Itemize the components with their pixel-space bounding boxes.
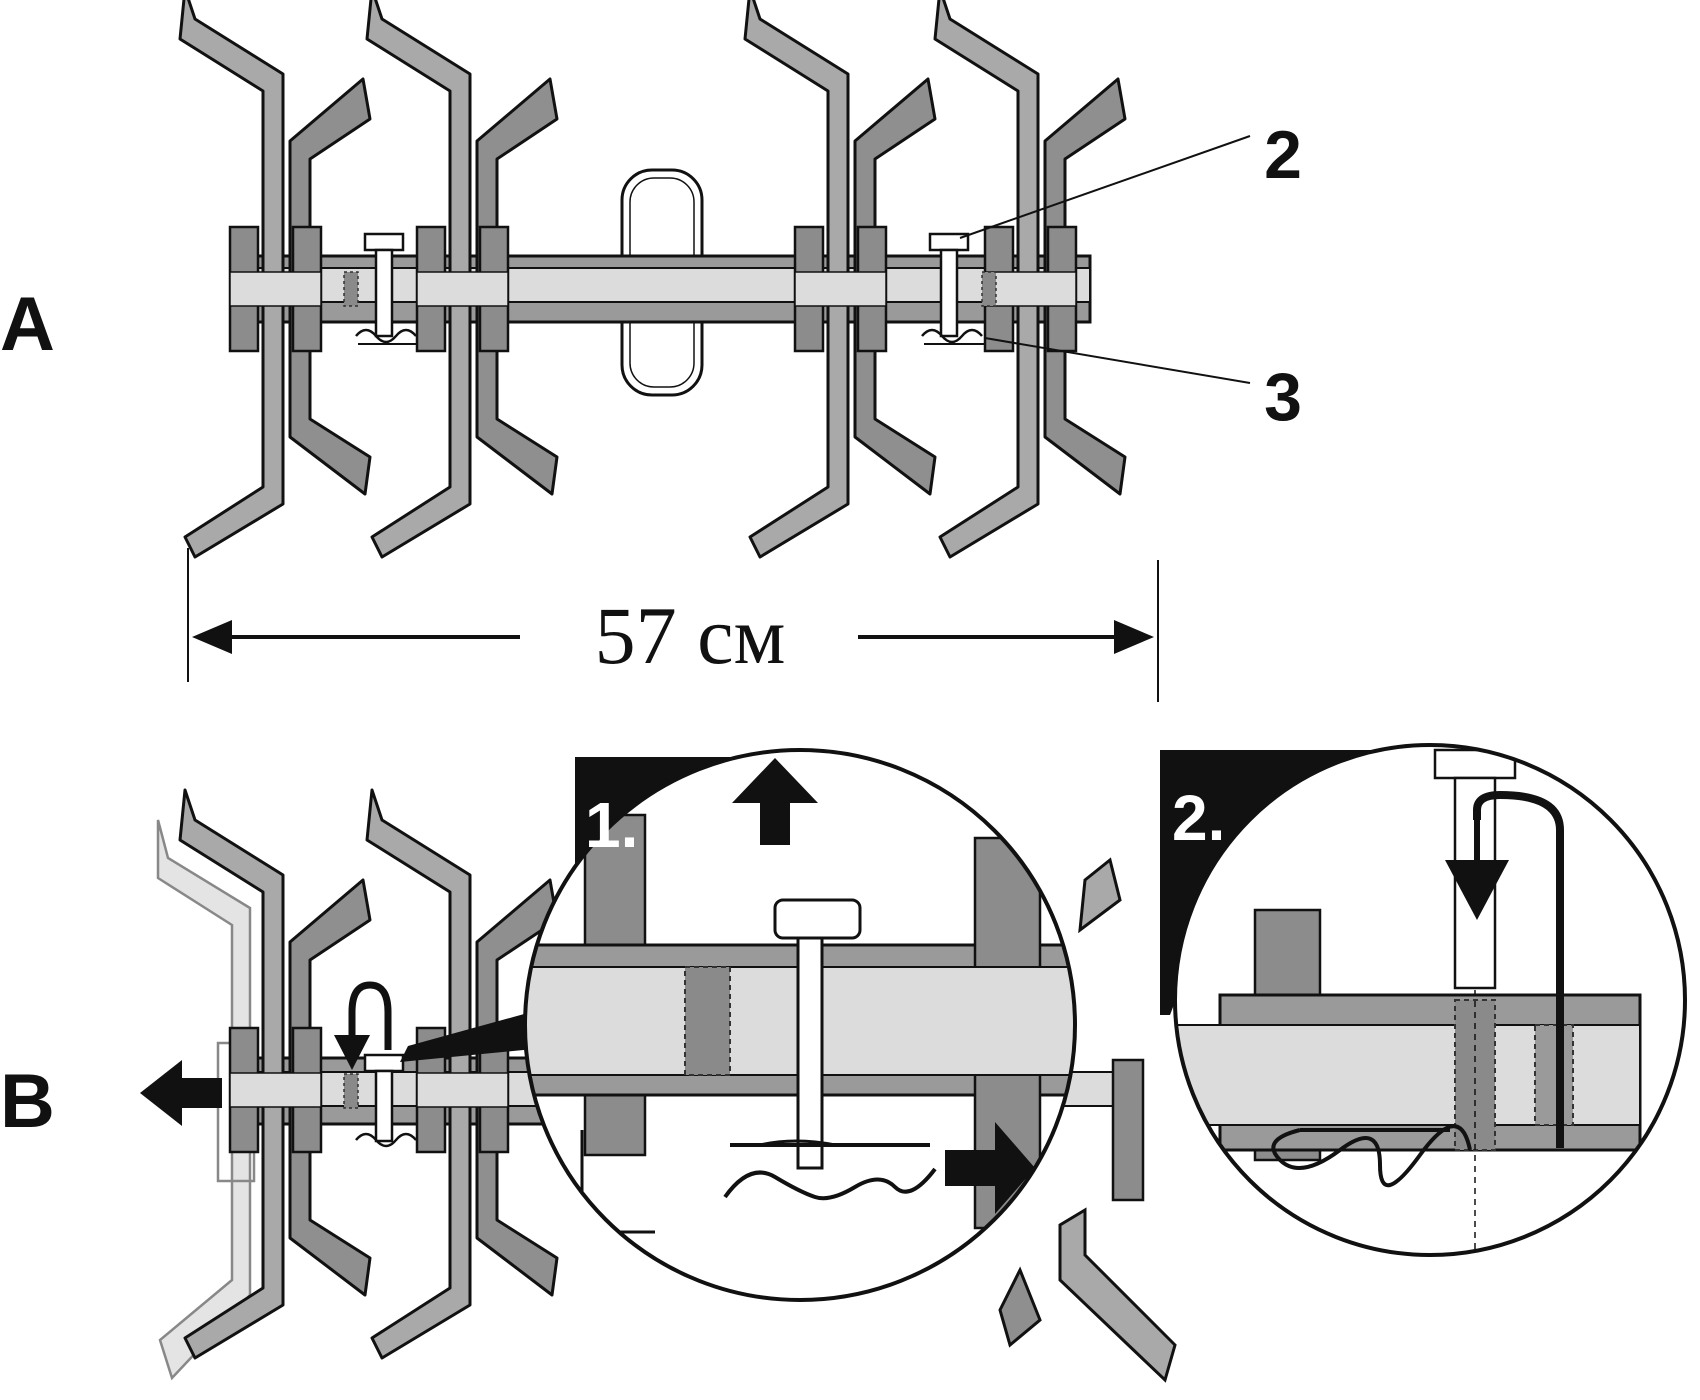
remove-arrow <box>140 1060 222 1126</box>
tine-short <box>288 878 372 1297</box>
shaft-segment <box>416 1072 509 1108</box>
tine-pair <box>365 788 559 1360</box>
panel-b: B 1. <box>0 743 1687 1383</box>
hub-right-b <box>1111 1058 1145 1202</box>
pin-left <box>355 232 418 345</box>
callout-number-2: 2 <box>1264 117 1302 193</box>
zoom2-spring-clip <box>1271 1124 1472 1187</box>
shaft <box>244 267 1091 303</box>
shaft-segment <box>229 1072 322 1108</box>
step-1-label: 1. <box>585 789 638 861</box>
zoom1-pull-clip-arrow <box>945 1122 1035 1214</box>
zoom-detail-2: 2. <box>1160 743 1687 1257</box>
panel-a-letter: A <box>0 282 55 367</box>
tine-long <box>178 788 285 1360</box>
tine-short <box>853 77 937 496</box>
tine-pair <box>178 0 372 559</box>
tine-short <box>1043 77 1127 496</box>
curved-insert-arrowhead <box>334 1035 370 1070</box>
zoom1-pin-head <box>773 898 862 940</box>
step-1-tab <box>575 757 800 940</box>
removed-tine-ghost <box>156 819 252 1381</box>
pin-right <box>921 232 984 345</box>
tine-short <box>998 1266 1042 1348</box>
tine-long <box>1078 857 1122 934</box>
leader-line-2 <box>959 135 1251 239</box>
dimension-label: 57 см <box>595 590 786 681</box>
shaft-segment <box>416 271 509 307</box>
shaft-hole <box>343 271 359 307</box>
curved-insert-arrow <box>348 981 392 1050</box>
shaft-segment <box>229 271 322 307</box>
callout-number-3: 3 <box>1264 359 1302 435</box>
shaft-hole <box>981 271 997 307</box>
step-2-label: 2. <box>1172 782 1225 854</box>
zoom1-pin-shaft <box>796 936 824 1170</box>
zoom1-lift-pin-arrow <box>732 758 818 845</box>
panel-a: 2 3 A 57 см <box>0 0 1302 702</box>
tine-group <box>178 0 1127 559</box>
tine-group-b <box>178 788 1177 1383</box>
tine-long <box>365 788 472 1360</box>
tine-pair <box>743 0 937 559</box>
tine-long <box>933 0 1040 559</box>
tine-pair <box>365 0 559 559</box>
zoom2-hole-2 <box>1534 1024 1574 1126</box>
dimension-arrowhead-right <box>1114 620 1154 654</box>
tine-long <box>743 0 850 559</box>
shaft-hole <box>343 1073 359 1109</box>
tine-long <box>178 0 285 559</box>
shaft-segment <box>984 271 1077 307</box>
shaft-segment <box>794 271 887 307</box>
tine-pair-partial <box>998 857 1177 1383</box>
tine-long <box>1058 1207 1177 1383</box>
pin-left-b <box>355 1053 417 1148</box>
leader-line-3 <box>984 337 1251 384</box>
step-2-tab <box>1160 750 1372 1015</box>
zoom-detail-1: 1. <box>523 748 1077 1302</box>
panel-b-letter: B <box>0 1059 55 1144</box>
dimension-arrowhead-left <box>192 620 232 654</box>
tine-long <box>365 0 472 559</box>
tine-short <box>475 77 559 496</box>
tine-pair <box>178 788 372 1360</box>
zoom1-hole <box>684 966 731 1076</box>
zoom2-insert-arrowhead <box>1445 860 1509 920</box>
tine-short <box>288 77 372 496</box>
zoom2-hairpin <box>1473 790 1564 1148</box>
